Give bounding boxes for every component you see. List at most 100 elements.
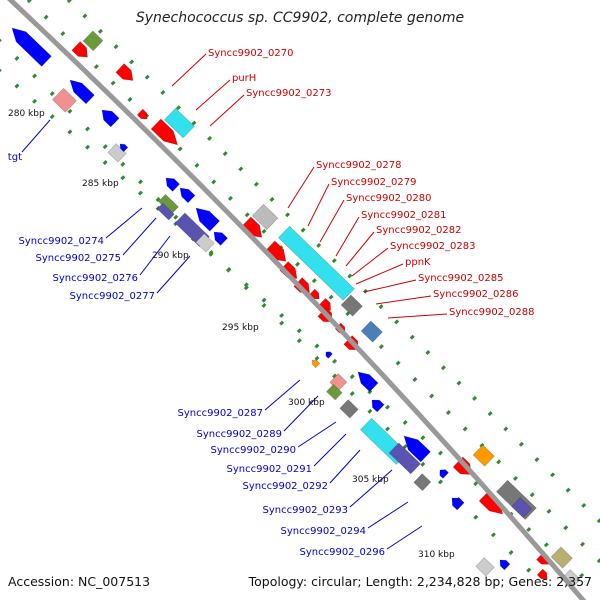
- reverse-gene-arrow: [357, 371, 379, 393]
- tick-dot: [243, 285, 249, 291]
- tick-dot: [300, 227, 306, 233]
- reverse-gene-arrow: [499, 559, 511, 571]
- tick-dot: [279, 312, 285, 318]
- tick-dot: [529, 492, 535, 498]
- reverse-gene-arrow: [119, 143, 129, 153]
- forward-gene-arrow: [115, 63, 134, 81]
- label-connector: [195, 79, 231, 111]
- tick-dot: [503, 426, 509, 432]
- tick-dot: [222, 151, 228, 157]
- tick-dot: [144, 74, 150, 80]
- gene-label-reverse: Syncc9902_0289: [197, 429, 283, 440]
- gene-label-reverse: Syncc9902_0287: [178, 408, 264, 419]
- tick-dot: [177, 146, 183, 152]
- label-connector: [156, 255, 191, 294]
- tick-dot: [207, 135, 213, 141]
- reverse-gene-arrow: [213, 231, 228, 246]
- reverse-gene-arrow: [195, 207, 220, 232]
- tick-dot: [440, 365, 446, 371]
- tick-label: 295 kbp: [222, 323, 259, 333]
- label-connector: [287, 166, 315, 209]
- tick-dot: [285, 212, 291, 218]
- tick-dot: [66, 0, 72, 4]
- tick-dot: [473, 514, 479, 520]
- label-connector: [386, 525, 423, 550]
- tick-dot: [437, 479, 443, 485]
- tick-dot: [526, 527, 532, 533]
- gene-label-reverse: Syncc9902_0291: [227, 464, 313, 475]
- tick-dot: [208, 249, 214, 255]
- gene-label-reverse: Syncc9902_0275: [36, 253, 122, 264]
- tick-dot: [445, 409, 451, 415]
- tick-dot: [490, 532, 496, 538]
- tick-dot: [581, 502, 587, 508]
- tick-dot: [311, 278, 317, 284]
- label-connector: [297, 421, 337, 448]
- reverse-gene-arrow: [439, 469, 449, 479]
- feature-box: [413, 473, 432, 492]
- tick-dot: [227, 195, 233, 201]
- gene-label-reverse: Syncc9902_0290: [211, 445, 297, 456]
- tick-label: 285 kbp: [82, 179, 119, 189]
- gene-label-reverse: Syncc9902_0293: [263, 505, 349, 516]
- label-connector: [367, 501, 409, 529]
- tick-dot: [332, 373, 338, 379]
- feature-box: [156, 202, 175, 221]
- forward-gene-arrow: [150, 118, 179, 146]
- tick-dot: [261, 302, 267, 308]
- reverse-gene-arrow: [403, 435, 431, 463]
- tick-dot: [518, 441, 524, 447]
- gene-label-reverse: tgt: [8, 152, 22, 163]
- tick-dot: [420, 461, 426, 467]
- feature-box: [195, 233, 215, 253]
- tick-dot: [32, 98, 38, 104]
- tick-dot: [26, 0, 32, 4]
- tick-dot: [579, 572, 585, 578]
- reverse-gene-arrow: [11, 27, 52, 67]
- tick-dot: [456, 380, 462, 386]
- feature-box: [388, 442, 421, 475]
- tick-dot: [314, 355, 320, 361]
- feature-box: [52, 87, 77, 113]
- gene-label-forward: Syncc9902_0286: [433, 289, 519, 300]
- tick-dot: [102, 159, 108, 165]
- tick-dot: [349, 374, 355, 380]
- label-connector: [355, 263, 404, 285]
- tick-dot: [244, 212, 250, 218]
- tick-dot: [113, 44, 119, 50]
- gene-label-forward: ppnK: [405, 257, 431, 268]
- label-connector: [171, 53, 207, 87]
- forward-gene-arrow: [536, 568, 548, 580]
- tick-dot: [543, 542, 549, 548]
- reverse-gene-arrow: [311, 359, 321, 369]
- tick-dot: [269, 197, 275, 203]
- tick-dot: [331, 258, 337, 264]
- label-connector: [335, 216, 360, 257]
- feature-box: [339, 399, 359, 419]
- feature-box: [278, 225, 355, 301]
- tick-dot: [49, 114, 55, 120]
- tick-dot: [429, 393, 435, 399]
- gene-label-forward: purH: [232, 73, 256, 84]
- tick-dot: [194, 162, 200, 168]
- gene-label-forward: Syncc9902_0280: [346, 193, 432, 204]
- gene-label-reverse: Syncc9902_0296: [300, 547, 386, 558]
- tick-dot: [496, 459, 502, 465]
- feature-box: [82, 30, 104, 52]
- label-connector: [319, 199, 345, 243]
- gene-label-reverse: Syncc9902_0274: [19, 236, 105, 247]
- tick-dot: [253, 181, 259, 187]
- tick-dot: [462, 426, 468, 432]
- tick-dot: [14, 55, 20, 61]
- feature-box: [360, 320, 383, 343]
- gene-label-forward: Syncc9902_0285: [418, 273, 504, 284]
- tick-dot: [420, 435, 426, 441]
- label-connector: [345, 231, 375, 267]
- tick-dot: [295, 261, 301, 267]
- feature-box: [511, 497, 533, 518]
- label-connector: [313, 433, 347, 467]
- tick-dot: [261, 228, 267, 234]
- feature-box: [164, 107, 195, 139]
- gene-label-forward: Syncc9902_0279: [331, 177, 417, 188]
